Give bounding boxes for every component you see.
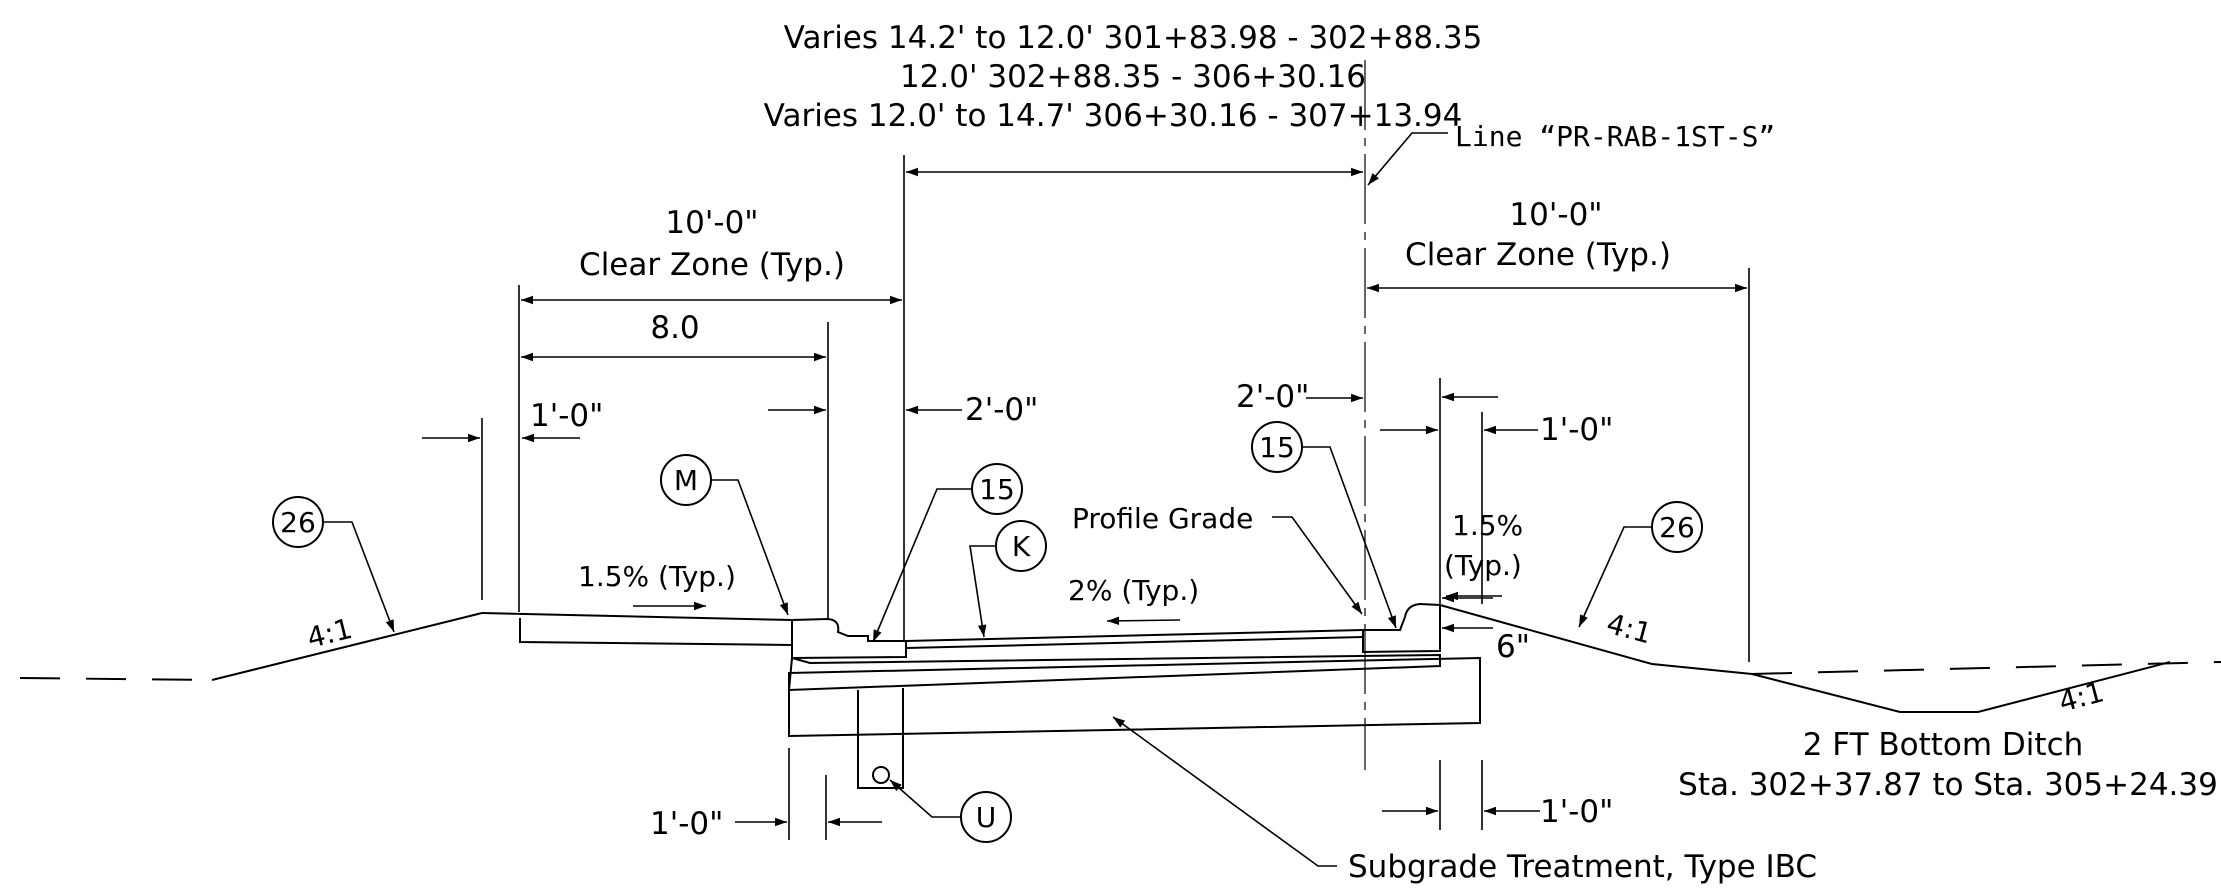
profile-grade-leader [1272, 516, 1363, 615]
travel-lane-surface [905, 629, 1364, 642]
slope-left-4to1: 4:1 [304, 612, 356, 655]
ditch-bottom [1751, 661, 2171, 713]
lane-slope: 2% (Typ.) [1068, 574, 1199, 607]
dim-1ft-left: 1'-0" [530, 398, 603, 434]
callout-U-leader [889, 779, 961, 818]
clear-zone-left-label: Clear Zone (Typ.) [579, 247, 845, 283]
left-curb [791, 617, 906, 642]
subgrade-label: Subgrade Treatment, Type IBC [1348, 849, 1817, 885]
lane-slope-arrow [1106, 616, 1181, 626]
right-fill-slope [1439, 604, 1753, 675]
alignment-label: Line “PR-RAB-1ST-S” [1455, 120, 1775, 153]
top-dimension-line1: Varies 14.2' to 12.0' 301+83.98 - 302+88… [784, 20, 1483, 56]
profile-grade-label: Profile Grade [1072, 502, 1253, 535]
shoulder-slope-left: 1.5% (Typ.) [578, 560, 736, 593]
top-dimension-line2: 12.0' 302+88.35 - 306+30.16 [900, 59, 1366, 95]
top-dimension-line3: Varies 12.0' to 14.7' 306+30.16 - 307+13… [764, 98, 1463, 134]
callout-U-text: U [976, 801, 997, 834]
subgrade-treatment [788, 656, 1481, 738]
dim-2ft-left: 2'-0" [965, 392, 1038, 428]
callout-15-left-leader [872, 488, 972, 643]
shoulder-slope-right-1: 1.5% [1452, 509, 1523, 542]
callout-M-text: M [674, 464, 698, 497]
callout-K-text: K [1012, 530, 1031, 563]
dim-2ft-right: 2'-0" [1236, 379, 1309, 415]
left-shoulder-bottom [519, 618, 793, 646]
dim-1ft-bottom-right: 1'-0" [1540, 794, 1613, 830]
subgrade-leader [1112, 716, 1337, 867]
callout-15-right-text: 15 [1259, 431, 1295, 464]
clear-zone-left-dim: 10'-0" [665, 205, 758, 241]
underdrain-pipe [872, 766, 890, 784]
clear-zone-right-dim: 10'-0" [1509, 197, 1602, 233]
shoulder-slope-right-2: (Typ.) [1444, 549, 1522, 582]
clear-zone-right-label: Clear Zone (Typ.) [1405, 237, 1671, 273]
dim-8-0: 8.0 [650, 310, 699, 346]
travel-lane-underside [905, 636, 1364, 649]
callout-26-left-text: 26 [280, 506, 316, 539]
callout-15-right-leader [1302, 446, 1397, 629]
existing-ground-right [1751, 661, 2221, 675]
callout-M-leader [711, 479, 789, 616]
right-gutter-block [1362, 605, 1441, 654]
underdrain-trench [857, 688, 904, 789]
callout-26-right-text: 26 [1659, 511, 1695, 544]
dim-1ft-right-top: 1'-0" [1540, 412, 1613, 448]
ditch-note-line2: Sta. 302+37.87 to Sta. 305+24.39 [1678, 767, 2218, 803]
callout-15-left-text: 15 [979, 473, 1015, 506]
left-gutter-block [791, 620, 907, 660]
callout-K-leader [969, 545, 996, 638]
left-shoulder [481, 612, 793, 621]
callout-26-left-leader [323, 521, 395, 633]
slope-right-4to1-a: 4:1 [1603, 607, 1655, 651]
left-fill-slope [211, 612, 483, 681]
alignment-leader [1367, 132, 1448, 186]
dim-1ft-bottom-left: 1'-0" [650, 806, 723, 842]
right-curb [1363, 602, 1441, 631]
ditch-note-line1: 2 FT Bottom Ditch [1803, 727, 2084, 763]
slope-right-4to1-b: 4:1 [2055, 675, 2107, 719]
callout-26-right-leader [1578, 526, 1652, 628]
dim-6in: 6" [1496, 629, 1530, 665]
existing-ground-left [19, 677, 213, 681]
